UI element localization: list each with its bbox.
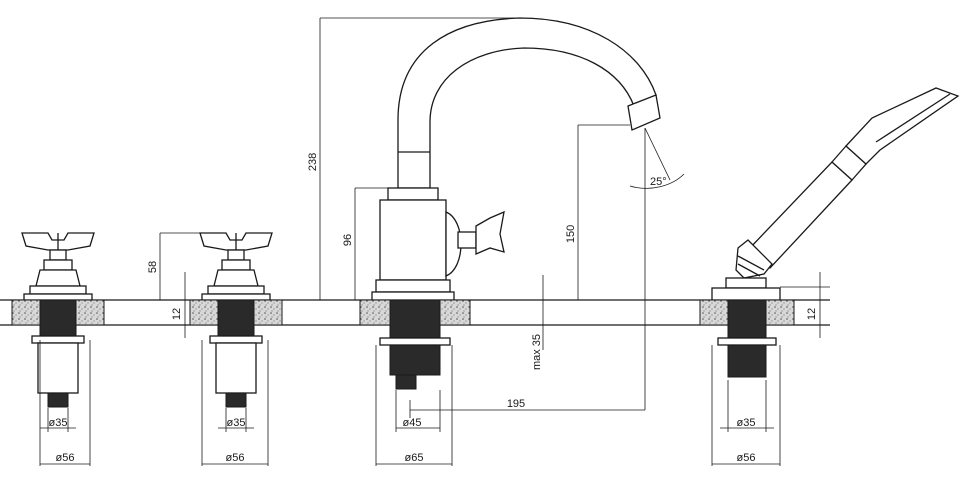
- dim-shower-pipe: ø35: [737, 417, 756, 429]
- hand-shower: [699, 87, 960, 378]
- dim-spout-pipe: ø45: [403, 417, 422, 429]
- dim-max-deck: max 35: [531, 334, 543, 370]
- left-cross-valve: [11, 232, 105, 408]
- dim-spout-projection: 195: [507, 398, 525, 410]
- dim-spout-base: ø65: [405, 452, 424, 464]
- dim-left-valve-pipe: ø35: [49, 417, 68, 429]
- dim-spout-reach-height: 150: [565, 225, 577, 243]
- dim-shower-base: ø56: [737, 452, 756, 464]
- dimension-lines: [39, 17, 830, 466]
- dim-spout-height: 238: [307, 153, 319, 171]
- middle-cross-valve: [189, 232, 283, 408]
- dim-mid-valve-pipe: ø35: [227, 417, 246, 429]
- spout-mixer: [359, 17, 661, 390]
- dim-valve-height: 58: [147, 261, 159, 273]
- dim-mid-valve-base: ø56: [226, 452, 245, 464]
- dim-body-height: 96: [342, 234, 354, 246]
- dim-deck-thickness-right: 12: [806, 308, 818, 320]
- dim-left-valve-base: ø56: [56, 452, 75, 464]
- dim-angle: 25°: [650, 176, 667, 188]
- dim-deck-thickness-left: 12: [171, 308, 183, 320]
